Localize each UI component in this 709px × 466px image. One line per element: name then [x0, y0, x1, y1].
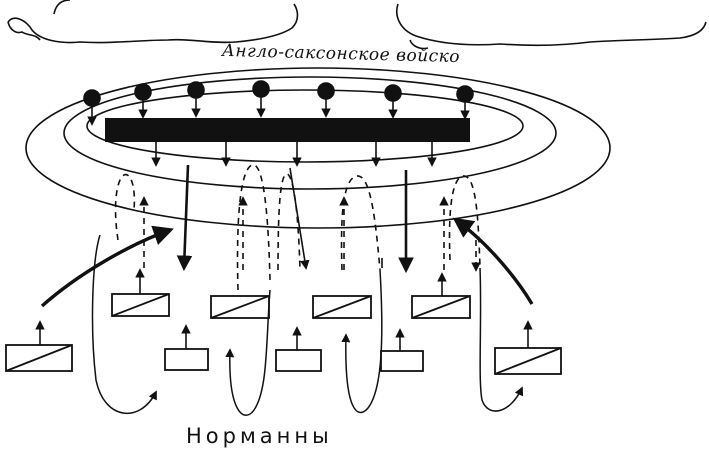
- commander-marker: [253, 81, 269, 116]
- right-flank-arrow: [456, 220, 532, 304]
- cavalry-unit: [6, 345, 72, 371]
- cavalry-unit: [211, 296, 269, 318]
- infantry-unit: [381, 351, 423, 371]
- return-loop-4: [480, 268, 522, 411]
- commander-marker: [188, 82, 204, 116]
- commanders: [84, 81, 473, 124]
- infantry-unit: [165, 349, 208, 370]
- infantry-unit: [276, 350, 321, 371]
- dashed-up-arrows: [144, 198, 476, 270]
- norman-units: [6, 294, 561, 374]
- commander-marker: [385, 85, 401, 117]
- commander-marker: [84, 90, 100, 124]
- shield-wall-bar: [105, 118, 470, 142]
- normans-label: Норманны: [186, 424, 333, 448]
- dashed-loop-4: [342, 176, 380, 270]
- terrain-outline: [8, 0, 706, 49]
- commander-marker: [318, 83, 334, 116]
- cavalry-unit: [112, 294, 169, 316]
- return-loop-3: [346, 270, 382, 413]
- cavalry-unit: [495, 348, 561, 374]
- cavalry-unit: [313, 296, 371, 318]
- return-loops: [93, 235, 522, 415]
- counter-attack-arrows: [184, 165, 406, 270]
- cavalry-unit: [412, 296, 470, 318]
